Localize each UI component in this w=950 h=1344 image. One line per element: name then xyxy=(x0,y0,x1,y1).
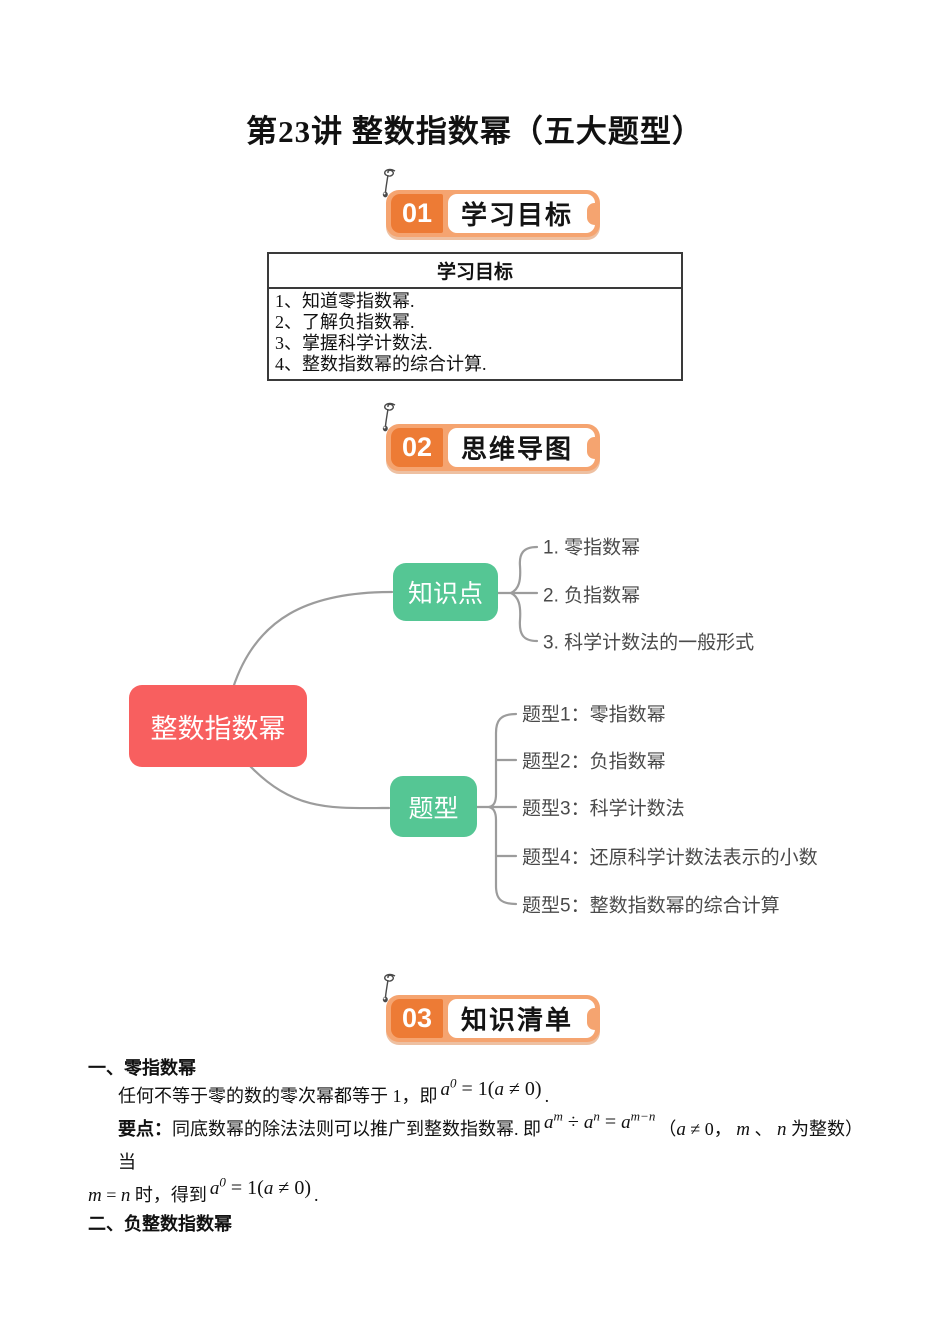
section-badge: 02 思维导图 xyxy=(386,424,601,471)
section-number: 03 xyxy=(391,999,444,1038)
mindmap-branch-question-types: 题型 xyxy=(390,776,477,837)
objective-item: 4、整数指数幂的综合计算. xyxy=(275,354,487,374)
section-header-01: 01 学习目标 xyxy=(382,168,601,237)
ticket-notch xyxy=(587,1007,596,1030)
section-badge: 03 知识清单 xyxy=(386,995,601,1042)
objective-item: 1、知道零指数幂. xyxy=(275,291,415,311)
pin-icon xyxy=(382,402,396,432)
mindmap-root-node: 整数指数幂 xyxy=(129,685,307,767)
mindmap-leaf: 1. 零指数幂 xyxy=(543,537,641,559)
mindmap-leaf: 题型1：零指数幂 xyxy=(522,704,666,726)
mindmap-leaf: 题型5：整数指数幂的综合计算 xyxy=(522,895,780,917)
section-label: 知识清单 xyxy=(448,999,596,1038)
math-formula: am ÷ an = am−n xyxy=(544,1108,656,1133)
section-label-text: 思维导图 xyxy=(461,434,574,464)
objectives-table-body: 1、知道零指数幂. 2、了解负指数幂. 3、掌握科学计数法. 4、整数指数幂的综… xyxy=(267,287,683,381)
mindmap-leaf: 题型2：负指数幂 xyxy=(522,751,666,773)
section-label: 学习目标 xyxy=(448,194,596,233)
knowledge-heading-2: 二、负整数指数幂 xyxy=(88,1214,232,1234)
math-formula: a0 = 1(a ≠ 0) xyxy=(209,1174,311,1199)
section-label: 思维导图 xyxy=(448,428,596,467)
objectives-table-header: 学习目标 xyxy=(267,252,683,289)
objective-item: 2、了解负指数幂. xyxy=(275,312,415,332)
section-badge: 01 学习目标 xyxy=(386,190,601,237)
mindmap-leaf: 题型4：还原科学计数法表示的小数 xyxy=(522,847,818,869)
section-label-text: 知识清单 xyxy=(461,1005,574,1035)
mindmap-branch-knowledge: 知识点 xyxy=(393,563,498,621)
ticket-notch xyxy=(587,436,596,459)
knowledge-heading-1: 一、零指数幂 xyxy=(88,1058,196,1078)
page-title: 第23讲 整数指数幂（五大题型） xyxy=(246,114,704,149)
math-formula: a0 = 1(a ≠ 0) xyxy=(440,1075,542,1100)
objective-item: 3、掌握科学计数法. xyxy=(275,333,433,353)
mindmap-leaf: 题型3：科学计数法 xyxy=(522,798,685,820)
section-number: 01 xyxy=(391,194,444,233)
mindmap-leaf: 2. 负指数幂 xyxy=(543,585,641,607)
objectives-table: 学习目标 1、知道零指数幂. 2、了解负指数幂. 3、掌握科学计数法. 4、整数… xyxy=(267,252,683,381)
section-number: 02 xyxy=(391,428,444,467)
ticket-notch xyxy=(587,202,596,225)
section-header-02: 02 思维导图 xyxy=(382,402,601,471)
section-header-03: 03 知识清单 xyxy=(382,973,601,1042)
pin-icon xyxy=(382,168,396,198)
section-label-text: 学习目标 xyxy=(461,200,574,230)
mindmap-leaf: 3. 科学计数法的一般形式 xyxy=(543,632,755,654)
pin-icon xyxy=(382,973,396,1003)
